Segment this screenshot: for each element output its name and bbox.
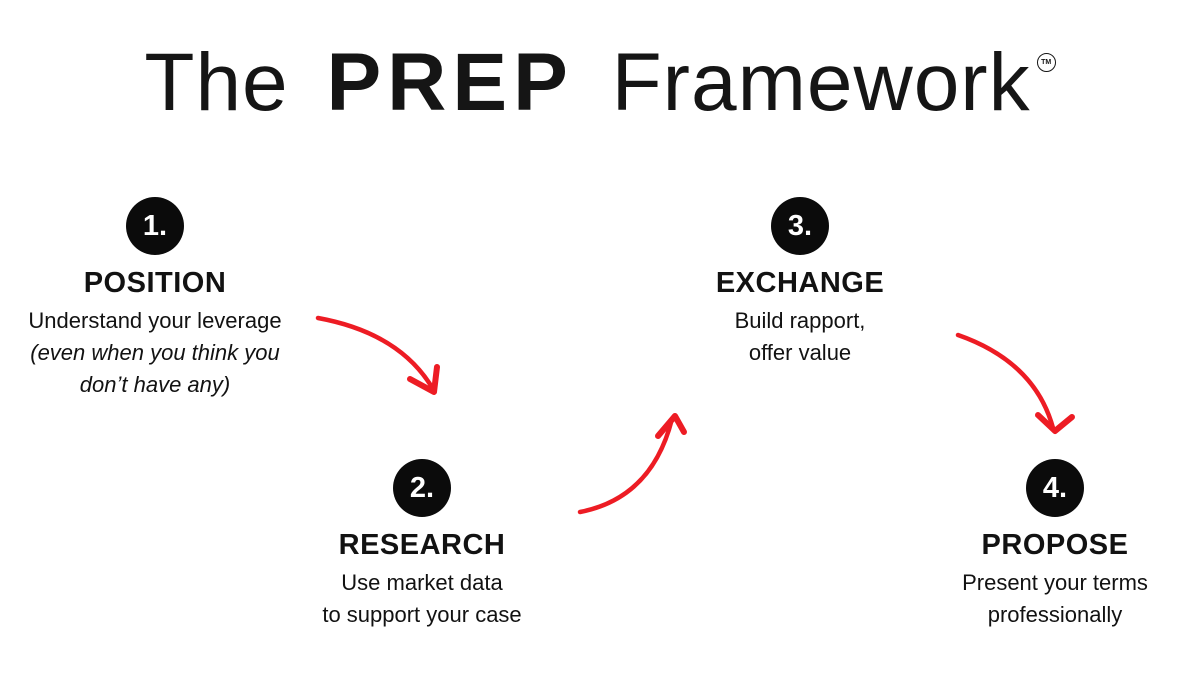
description-line: (even when you think you	[30, 340, 280, 365]
step-research: 2. RESEARCH Use market data to support y…	[257, 459, 587, 631]
step-number-badge: 1.	[126, 197, 184, 255]
description-line: to support your case	[322, 602, 522, 627]
step-position: 1. POSITION Understand your leverage (ev…	[0, 197, 320, 401]
step-number: 3.	[787, 209, 813, 242]
trademark-label: TM	[1041, 59, 1052, 66]
step-exchange: 3. EXCHANGE Build rapport, offer value	[635, 197, 965, 369]
arrow-position-to-research	[315, 315, 440, 395]
description-line: Present your terms	[962, 570, 1148, 595]
page-title: The PREP Framework TM	[0, 36, 1200, 130]
step-heading: RESEARCH	[338, 529, 506, 561]
step-number-badge: 4.	[1026, 459, 1084, 517]
step-heading: PROPOSE	[981, 529, 1129, 561]
trademark-icon: TM	[1036, 53, 1056, 72]
step-propose: 4. PROPOSE Present your terms profession…	[890, 459, 1200, 631]
step-number: 4.	[1042, 471, 1068, 504]
description-line: don’t have any)	[79, 372, 231, 397]
title-prep: PREP	[326, 37, 574, 128]
step-number-badge: 2.	[393, 459, 451, 517]
step-number: 1.	[142, 209, 168, 242]
title-pre: The	[144, 37, 289, 128]
step-description: Understand your leverage (even when you …	[0, 305, 320, 401]
step-description: Use market data to support your case	[257, 567, 587, 631]
step-number: 2.	[409, 471, 435, 504]
step-description: Present your terms professionally	[890, 567, 1200, 631]
description-line: Understand your leverage	[28, 308, 282, 333]
arrow-research-to-exchange	[577, 413, 687, 515]
title-post: Framework	[611, 37, 1031, 128]
step-number-badge: 3.	[771, 197, 829, 255]
description-line: professionally	[987, 602, 1123, 627]
description-line: offer value	[748, 340, 852, 365]
step-description: Build rapport, offer value	[635, 305, 965, 369]
description-line: Build rapport,	[734, 308, 866, 333]
description-line: Use market data	[341, 570, 503, 595]
step-heading: EXCHANGE	[715, 267, 885, 299]
step-heading: POSITION	[83, 267, 227, 299]
arrow-exchange-to-propose	[955, 332, 1075, 434]
